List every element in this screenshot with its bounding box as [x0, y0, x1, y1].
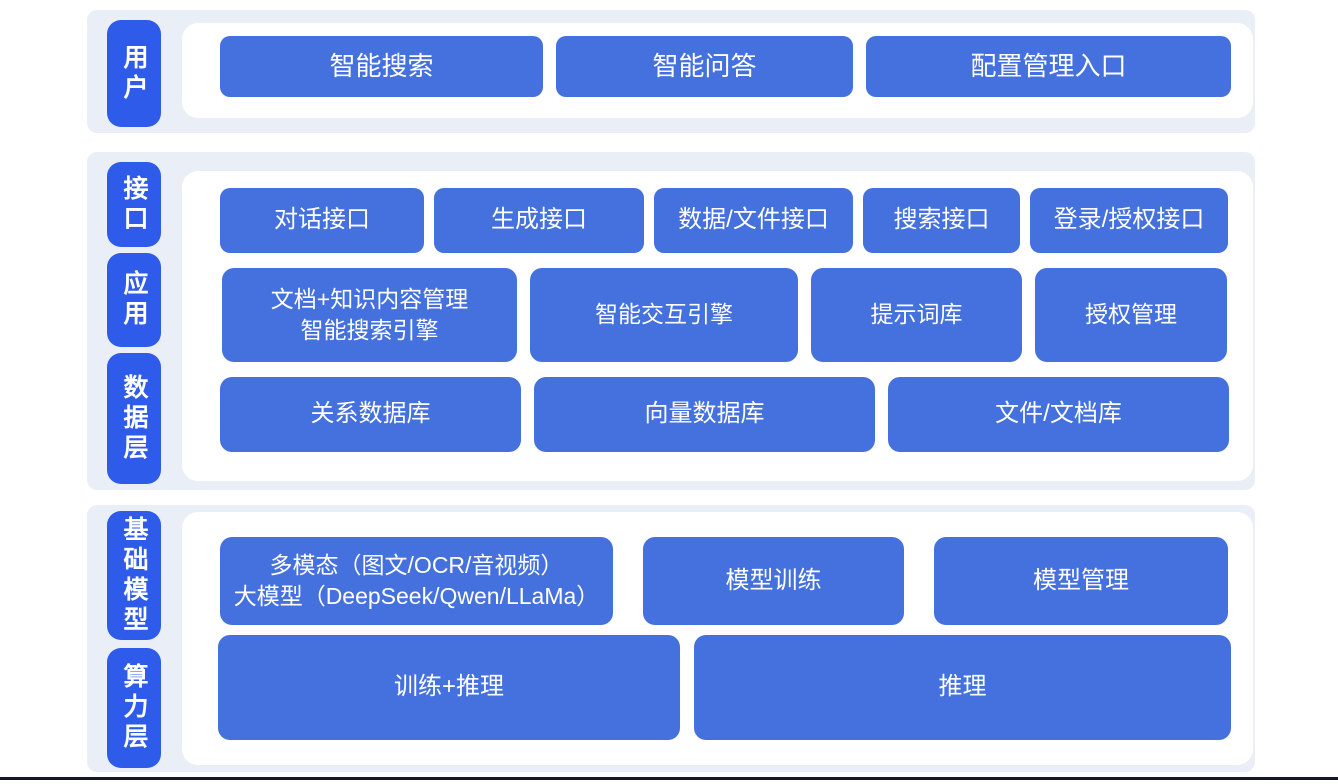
block-model-management: 模型管理 [934, 537, 1228, 625]
bottom-divider-line [0, 777, 1338, 780]
panel-user-layer: 智能搜索 智能问答 配置管理入口 [182, 23, 1253, 118]
block-doc-knowledge-search-engine: 文档+知识内容管理 智能搜索引擎 [222, 268, 517, 362]
block-smart-qa: 智能问答 [556, 36, 853, 97]
row-data-stores: 关系数据库 向量数据库 文件/文档库 [220, 377, 1229, 452]
block-interactive-engine: 智能交互引擎 [530, 268, 798, 362]
block-generation-api: 生成接口 [434, 188, 644, 253]
block-dialog-api: 对话接口 [220, 188, 424, 253]
block-login-auth-api: 登录/授权接口 [1030, 188, 1228, 253]
block-multimodal-llm: 多模态（图文/OCR/音视频） 大模型（DeepSeek/Qwen/LLaMa） [220, 537, 613, 625]
block-file-doc-db: 文件/文档库 [888, 377, 1229, 452]
block-smart-search: 智能搜索 [220, 36, 543, 97]
panel-middle-layer: 对话接口 生成接口 数据/文件接口 搜索接口 登录/授权接口 文档+知识内容管理… [182, 171, 1253, 481]
block-model-training: 模型训练 [643, 537, 904, 625]
row-applications: 文档+知识内容管理 智能搜索引擎 智能交互引擎 提示词库 授权管理 [222, 268, 1227, 362]
row-interfaces: 对话接口 生成接口 数据/文件接口 搜索接口 登录/授权接口 [220, 188, 1228, 253]
block-config-management-entry: 配置管理入口 [866, 36, 1231, 97]
block-prompt-library: 提示词库 [811, 268, 1022, 362]
block-inference: 推理 [694, 635, 1231, 740]
block-auth-management: 授权管理 [1035, 268, 1227, 362]
row-user-entries: 智能搜索 智能问答 配置管理入口 [220, 36, 1231, 97]
side-label-base-model: 基础模型 [107, 511, 161, 640]
row-base-models: 多模态（图文/OCR/音视频） 大模型（DeepSeek/Qwen/LLaMa）… [220, 537, 1228, 625]
side-label-interface: 接口 [107, 162, 161, 247]
panel-base-layer: 多模态（图文/OCR/音视频） 大模型（DeepSeek/Qwen/LLaMa）… [182, 512, 1253, 765]
row-compute: 训练+推理 推理 [218, 635, 1231, 740]
block-data-file-api: 数据/文件接口 [654, 188, 853, 253]
side-label-application: 应用 [107, 253, 161, 347]
block-relational-db: 关系数据库 [220, 377, 521, 452]
side-label-user: 用户 [107, 20, 161, 127]
block-training-inference: 训练+推理 [218, 635, 680, 740]
side-label-data-layer: 数据层 [107, 353, 161, 484]
side-label-compute-layer: 算力层 [107, 648, 161, 768]
block-search-api: 搜索接口 [863, 188, 1020, 253]
block-vector-db: 向量数据库 [534, 377, 875, 452]
